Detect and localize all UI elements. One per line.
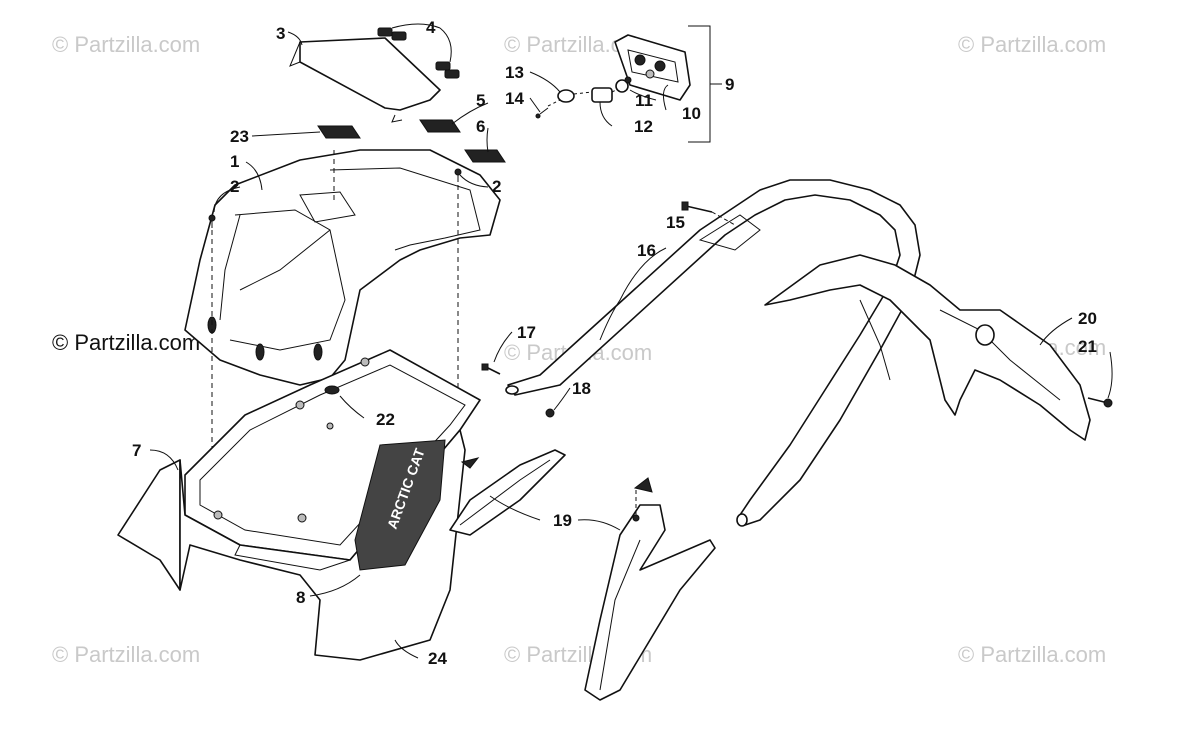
callout-14: 14	[505, 89, 524, 108]
screw	[1087, 397, 1113, 408]
watermark: © Partzilla.com	[52, 330, 201, 355]
decal-5	[419, 119, 461, 133]
screw	[208, 214, 216, 228]
side-rail	[584, 477, 716, 701]
callout-22: 22	[376, 410, 395, 429]
callout-10: 10	[682, 104, 701, 123]
screw	[454, 168, 462, 182]
decal-6	[464, 149, 506, 163]
callout-5: 5	[476, 91, 485, 110]
callout-9: 9	[725, 75, 734, 94]
rear-body-panel	[117, 429, 466, 661]
bulb	[615, 76, 632, 93]
callout-15: 15	[666, 213, 685, 232]
callout-21: 21	[1078, 337, 1097, 356]
side-rail	[449, 449, 566, 536]
callout-20: 20	[1078, 309, 1097, 328]
callout-16: 16	[637, 241, 656, 260]
watermark: © Partzilla.com	[52, 32, 201, 57]
callout-2: 2	[492, 177, 501, 196]
callout-1: 1	[230, 152, 239, 171]
grommet	[324, 385, 340, 395]
callout-11: 11	[635, 91, 653, 110]
screw	[535, 107, 549, 119]
rear-bumper	[505, 179, 921, 527]
callout-6: 6	[476, 117, 485, 136]
callout-7: 7	[132, 441, 141, 460]
bolt	[481, 363, 501, 375]
leader-lines	[149, 23, 1113, 659]
callout-2: 2	[230, 177, 239, 196]
callout-17: 17	[517, 323, 536, 342]
callout-18: 18	[572, 379, 591, 398]
watermark: © Partzilla.com	[958, 642, 1107, 667]
callout-24: 24	[428, 649, 447, 668]
grommet	[557, 89, 575, 103]
tail-light	[614, 34, 691, 101]
rear-storage-cover	[184, 149, 501, 386]
callout-23: 23	[230, 127, 249, 146]
callout-labels: 3 4 5 6 23 1 2 2 13 14 11 12 10 9 15 16 …	[132, 18, 1097, 668]
callout-3: 3	[276, 24, 285, 43]
callout-8: 8	[296, 588, 305, 607]
watermark: © Partzilla.com	[52, 642, 201, 667]
bolt	[681, 201, 713, 213]
callout-19: 19	[553, 511, 572, 530]
nut	[545, 408, 555, 418]
storage-lid-plate	[289, 37, 441, 123]
latch-clip	[377, 27, 460, 79]
socket	[591, 87, 613, 103]
rear-flap	[764, 254, 1091, 441]
callout-13: 13	[505, 63, 524, 82]
side-decal: ARCTIC CAT	[354, 439, 446, 571]
watermark: © Partzilla.com	[958, 32, 1107, 57]
callout-4: 4	[426, 18, 436, 37]
callout-12: 12	[634, 117, 653, 136]
decal-23	[317, 125, 361, 139]
